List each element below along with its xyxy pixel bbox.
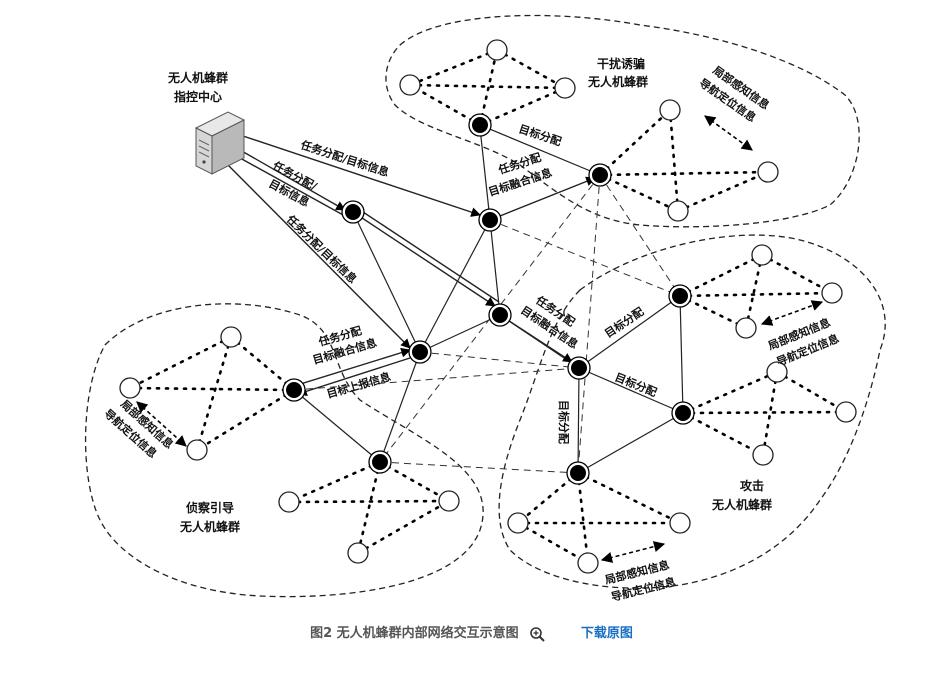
download-original-link[interactable]: 下载原图 [580,626,633,641]
zoom-icon[interactable] [529,626,547,642]
figure-caption: 图2 无人机蜂群内部网络交互示意图 下载原图 [0,622,943,642]
jamming-group-label-2: 无人机蜂群 [587,74,648,89]
follower-node [835,401,857,423]
recon-group-label-1: 侦察引导 [185,500,234,515]
follower-node [554,77,576,99]
leader-links [293,124,684,474]
leader-node [408,340,432,364]
follower-node [821,282,843,304]
edge-label-atk-dist1: 目标分配 [602,304,646,340]
follower-node [186,439,208,461]
follower-node [757,161,779,183]
leader-node [671,401,695,425]
command-center-label-line2: 指控中心 [174,89,222,104]
leader-node [341,200,365,224]
follower-node [735,317,757,339]
command-center-label-line1: 无人机蜂群 [167,70,228,85]
follower-node [667,200,689,222]
follower-node [438,490,460,512]
leader-nodes [282,113,695,485]
follower-node [669,512,691,534]
leader-node [468,113,492,137]
follower-node [752,444,774,466]
leader-node [478,208,502,232]
leader-node [368,450,392,474]
local-dotted-links [128,48,848,565]
leader-node [566,461,590,485]
follower-node [220,326,242,348]
leader-node [282,378,306,402]
recon-swarm-region [84,303,484,598]
leader-node [668,284,692,308]
edge-label-jam-dist: 目标分配 [517,122,563,149]
edge-label-atk-dist3: 目标分配 [557,400,571,444]
follower-node [347,542,369,564]
follower-node [507,512,529,534]
edge-label-atk-dist2: 目标分配 [613,370,659,399]
swarm-network-diagram: 无人机蜂群 指控中心 干扰诱骗 无人机蜂群 侦察引导 无人机蜂群 攻击 无人机蜂… [84,14,886,604]
attack-group-label-1: 攻击 [740,478,764,493]
follower-node [766,361,788,383]
follower-node [577,552,599,574]
command-links [224,134,596,396]
leader-node [488,303,512,327]
follower-node [399,74,421,96]
server-icon [194,111,246,175]
local-info-arrows [136,115,824,563]
leader-node [588,163,612,187]
follower-node [278,491,300,513]
jamming-group-label-1: 干扰诱骗 [597,56,645,71]
attack-swarm-region [498,234,886,589]
attack-group-label-2: 无人机蜂群 [711,497,772,512]
caption-text: 图2 无人机蜂群内部网络交互示意图 [310,626,519,641]
follower-node [659,99,681,121]
follower-node [119,377,141,399]
jamming-swarm-region [385,14,860,228]
recon-group-label-2: 无人机蜂群 [179,519,240,534]
follower-nodes [119,39,857,574]
follower-node [751,244,773,266]
follower-node [486,39,508,61]
leader-node [567,356,591,380]
edge-label-cmd-center: 任务分配/目标信息 [298,137,391,179]
